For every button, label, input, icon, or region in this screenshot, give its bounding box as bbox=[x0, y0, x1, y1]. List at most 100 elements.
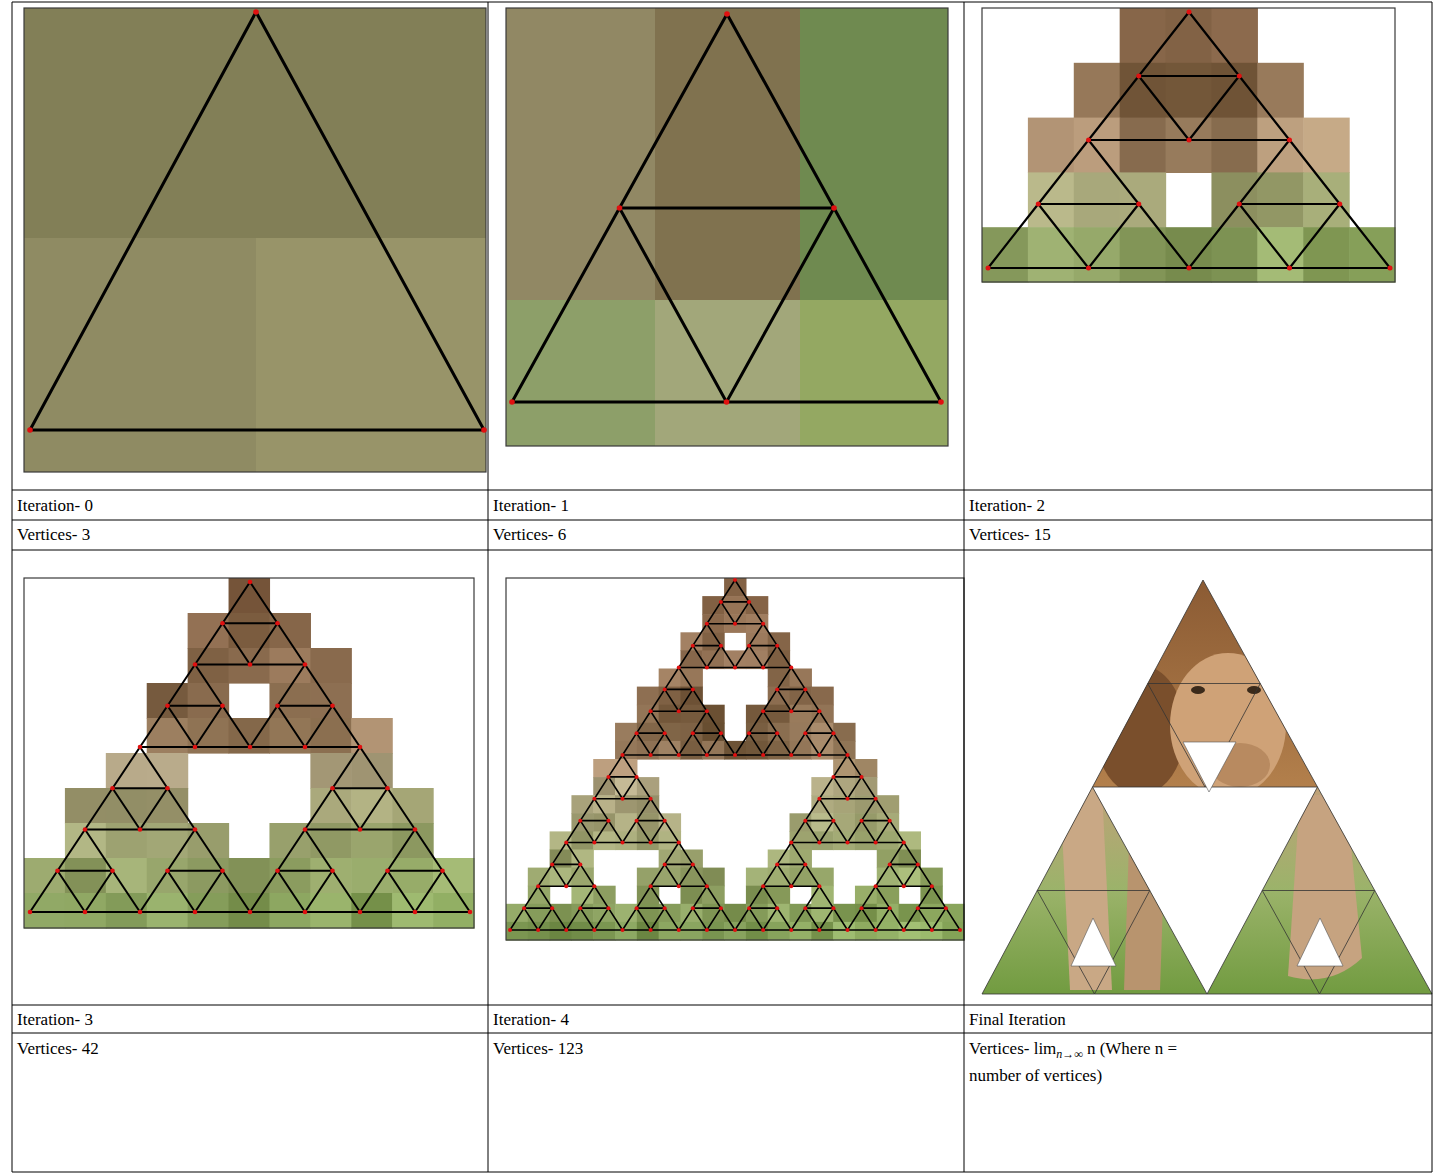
vertex-dot bbox=[303, 745, 308, 750]
vertex-dot bbox=[635, 819, 639, 823]
vertex-dot bbox=[663, 731, 667, 735]
vertex-dot bbox=[536, 884, 540, 888]
table-cell: Iteration- 2 bbox=[969, 495, 1424, 516]
sierpinski-edge bbox=[1037, 787, 1150, 891]
table-cell: Vertices- 123 bbox=[493, 1038, 953, 1059]
pixel-block bbox=[310, 858, 352, 894]
sierpinski-edge bbox=[848, 777, 876, 799]
sierpinski-edge bbox=[988, 204, 1089, 268]
pixel-block bbox=[269, 648, 311, 684]
vertex-dot bbox=[663, 687, 667, 691]
pixel-block bbox=[615, 723, 637, 742]
pixelated-image bbox=[506, 578, 965, 941]
pixel-block bbox=[310, 648, 352, 684]
vertex-dot bbox=[1136, 202, 1141, 207]
pixel-block bbox=[702, 650, 724, 669]
table-cell: Vertices- 3 bbox=[17, 524, 477, 545]
pixel-block bbox=[147, 893, 189, 929]
vertex-dot bbox=[385, 868, 390, 873]
sierpinski-edge bbox=[594, 908, 622, 930]
pixel-block bbox=[855, 922, 877, 941]
sierpinski-edge bbox=[876, 908, 904, 930]
pixel-block bbox=[593, 813, 615, 832]
sierpinski-edge bbox=[580, 886, 608, 908]
vertex-dot bbox=[330, 786, 335, 791]
sierpinski-edge bbox=[749, 711, 777, 733]
vertex-dot bbox=[413, 910, 418, 915]
vertex-dot bbox=[705, 709, 709, 713]
pixel-block bbox=[702, 723, 724, 742]
pixel-block bbox=[593, 922, 615, 941]
table-rule bbox=[12, 490, 1432, 491]
pixel-block bbox=[188, 683, 230, 719]
pixel-block bbox=[659, 922, 681, 941]
vertex-dot bbox=[635, 731, 639, 735]
sierpinski-edge bbox=[140, 788, 195, 829]
pixel-block bbox=[528, 922, 550, 941]
vertex-dot bbox=[275, 621, 280, 626]
pixel-block bbox=[106, 893, 148, 929]
vertex-dot bbox=[138, 745, 143, 750]
sierpinski-edge bbox=[693, 711, 721, 733]
vertex-dot bbox=[508, 928, 512, 932]
pixel-block bbox=[310, 683, 352, 719]
sierpinski-edge bbox=[932, 908, 960, 930]
pixel-block bbox=[746, 650, 768, 669]
vertex-dot bbox=[874, 884, 878, 888]
vertex-dot bbox=[649, 884, 653, 888]
vertex-dot bbox=[817, 884, 821, 888]
sierpinski-edge bbox=[250, 871, 305, 912]
vertex-dot bbox=[677, 666, 681, 670]
pixel-block bbox=[310, 753, 352, 789]
vertex-dot bbox=[747, 600, 751, 604]
sierpinski-edge bbox=[749, 886, 777, 908]
sierpinski-edge bbox=[85, 788, 140, 829]
pixel-block bbox=[147, 718, 189, 754]
pixel-block bbox=[351, 858, 393, 894]
table-rule bbox=[12, 550, 1432, 551]
vertex-dot bbox=[55, 868, 60, 873]
sierpinski-edge bbox=[360, 871, 415, 912]
vertex-dot bbox=[83, 827, 88, 832]
vertex-dot bbox=[606, 819, 610, 823]
pixel-block bbox=[106, 823, 148, 859]
vertex-dot bbox=[1237, 202, 1242, 207]
vertex-dot bbox=[677, 928, 681, 932]
sierpinski-edge bbox=[651, 864, 679, 886]
sierpinski-edge bbox=[1320, 891, 1433, 995]
vertex-dot bbox=[705, 928, 709, 932]
sierpinski-edge bbox=[594, 821, 622, 843]
vertex-dot bbox=[691, 644, 695, 648]
table-cell: Vertices- 6 bbox=[493, 524, 953, 545]
vertex-dot bbox=[649, 797, 653, 801]
sierpinski-edge bbox=[651, 908, 679, 930]
table-cell: Iteration- 4 bbox=[493, 1009, 953, 1030]
sierpinski-edge bbox=[735, 602, 763, 624]
sierpinski-edge bbox=[727, 208, 942, 402]
vertex-dot bbox=[303, 662, 308, 667]
vertex-dot bbox=[986, 266, 991, 271]
sierpinski-edge bbox=[278, 830, 333, 871]
sierpinski-edge bbox=[85, 871, 140, 912]
sierpinski-edge bbox=[791, 733, 819, 755]
pixel-block bbox=[24, 893, 66, 929]
sierpinski-edge bbox=[195, 871, 250, 912]
image-frame bbox=[506, 578, 964, 940]
table-cell: Vertices- 42 bbox=[17, 1038, 477, 1059]
vertex-dot bbox=[220, 703, 225, 708]
table-rule bbox=[964, 2, 965, 1172]
sierpinski-edge bbox=[679, 733, 707, 755]
sierpinski-edge bbox=[819, 733, 847, 755]
vertex-dot bbox=[888, 819, 892, 823]
sierpinski-edge bbox=[707, 908, 735, 930]
vertex-dot bbox=[165, 703, 170, 708]
vertex-dot bbox=[564, 928, 568, 932]
pixel-block bbox=[310, 788, 352, 824]
pixel-block bbox=[506, 922, 528, 941]
removed-triangle bbox=[1071, 918, 1116, 966]
pixel-block bbox=[746, 723, 768, 742]
pixel-block bbox=[550, 922, 572, 941]
sierpinski-edge bbox=[679, 689, 707, 711]
pixel-block bbox=[680, 723, 702, 742]
vertex-dot bbox=[1388, 266, 1393, 271]
